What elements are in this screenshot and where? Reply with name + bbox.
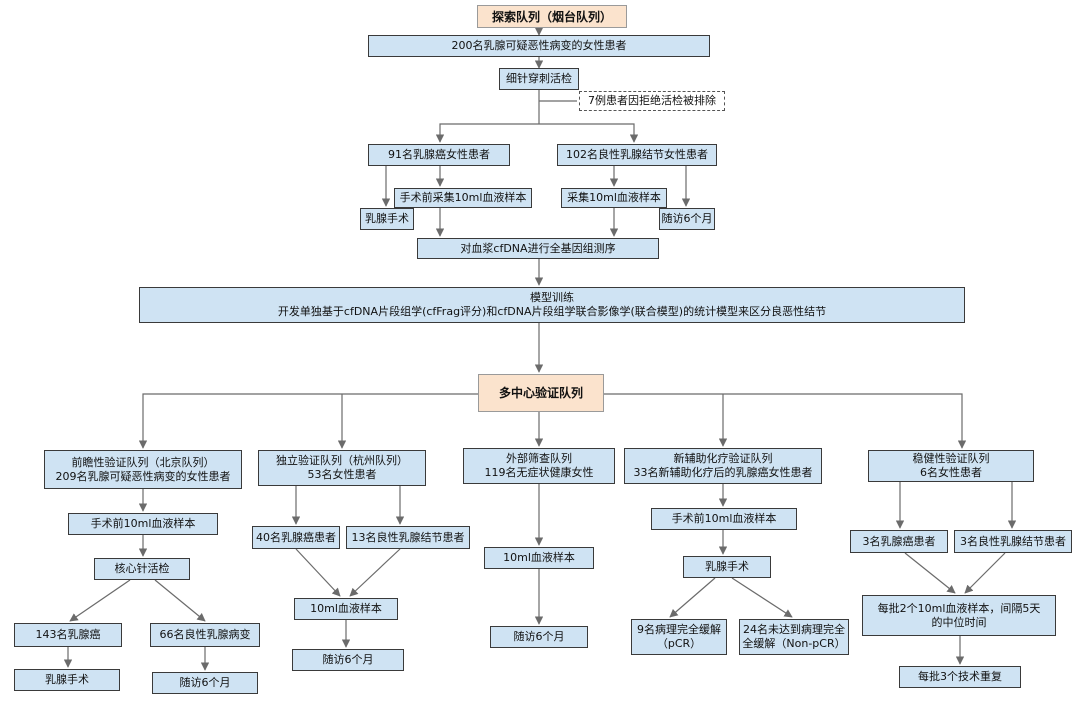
line-split-left bbox=[435, 123, 539, 143]
c2-cancer-box: 40名乳腺癌患者 bbox=[252, 526, 340, 549]
benign-nodule-patients-box: 102名良性乳腺结节女性患者 bbox=[557, 144, 717, 166]
c2-benign-box: 13名良性乳腺结节患者 bbox=[346, 526, 470, 549]
c4-non-pcr-box: 24名未达到病理完全 全缓解（Non-pCR） bbox=[739, 619, 849, 655]
exclusion-note-box: 7例患者因拒绝活检被排除 bbox=[579, 91, 725, 111]
fine-needle-biopsy-box: 细针穿刺活检 bbox=[499, 68, 579, 90]
independent-cohort-box: 独立验证队列（杭州队列） 53名女性患者 bbox=[258, 450, 426, 486]
c5-cancer-box: 3名乳腺癌患者 bbox=[850, 530, 948, 553]
c1-benign-box: 66名良性乳腺病变 bbox=[150, 623, 260, 647]
presurgery-blood-sample-box: 手术前采集10ml血液样本 bbox=[394, 188, 532, 208]
external-screening-cohort-box: 外部筛查队列 119名无症状健康女性 bbox=[463, 448, 615, 484]
prospective-cohort-box: 前瞻性验证队列（北京队列） 209名乳腺可疑恶性病变的女性患者 bbox=[44, 450, 242, 489]
exploration-cohort-title: 探索队列（烟台队列） bbox=[477, 5, 627, 28]
c5-batch-sample-box: 每批2个10ml血液样本，间隔5天 的中位时间 bbox=[862, 595, 1056, 636]
c1-core-needle-biopsy-box: 核心针活检 bbox=[94, 558, 190, 580]
exploration-patients-box: 200名乳腺可疑恶性病变的女性患者 bbox=[368, 35, 710, 57]
model-training-title: 模型训练 bbox=[530, 291, 574, 304]
c5-benign-box: 3名良性乳腺结节患者 bbox=[954, 530, 1072, 553]
c4-pcr-box: 9名病理完全缓解 （pCR） bbox=[631, 619, 727, 655]
neoadjuvant-cohort-box: 新辅助化疗验证队列 33名新辅助化疗后的乳腺癌女性患者 bbox=[624, 448, 822, 484]
c1-followup-box: 随访6个月 bbox=[152, 672, 258, 694]
c1-presurgery-sample-box: 手术前10ml血液样本 bbox=[68, 513, 218, 535]
line-split-right bbox=[539, 123, 639, 143]
c3-followup-box: 随访6个月 bbox=[490, 626, 588, 648]
c4-surgery-box: 乳腺手术 bbox=[683, 556, 771, 578]
blood-sample-box: 采集10ml血液样本 bbox=[561, 188, 667, 208]
line-bus-right bbox=[604, 393, 967, 449]
robustness-cohort-box: 稳健性验证队列 6名女性患者 bbox=[868, 450, 1034, 482]
multicenter-validation-title: 多中心验证队列 bbox=[478, 374, 604, 412]
model-training-box: 模型训练 开发单独基于cfDNA片段组学(cfFrag评分)和cfDNA片段组学… bbox=[139, 287, 965, 323]
c1-cancer-box: 143名乳腺癌 bbox=[14, 623, 122, 647]
c3-blood-sample-box: 10ml血液样本 bbox=[484, 547, 594, 569]
c2-followup-box: 随访6个月 bbox=[292, 649, 404, 671]
c1-surgery-box: 乳腺手术 bbox=[14, 669, 120, 691]
c5-technical-replicates-box: 每批3个技术重复 bbox=[899, 666, 1021, 688]
c2-blood-sample-box: 10ml血液样本 bbox=[294, 598, 398, 620]
model-training-desc: 开发单独基于cfDNA片段组学(cfFrag评分)和cfDNA片段组学联合影像学… bbox=[277, 305, 827, 318]
wgs-sequencing-box: 对血浆cfDNA进行全基因组测序 bbox=[417, 238, 659, 259]
followup-box: 随访6个月 bbox=[659, 208, 715, 230]
line-bus-left bbox=[138, 393, 478, 449]
breast-surgery-box: 乳腺手术 bbox=[360, 208, 414, 230]
c4-presurgery-sample-box: 手术前10ml血液样本 bbox=[651, 508, 797, 530]
cancer-patients-box: 91名乳腺癌女性患者 bbox=[368, 144, 510, 166]
